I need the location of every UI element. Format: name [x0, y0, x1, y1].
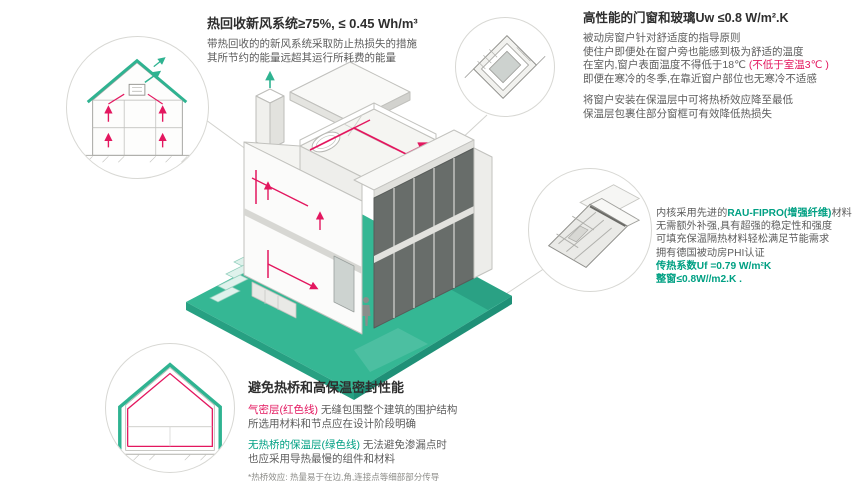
profile-metric1: 传热系数Uf =0.79 W/m²K [656, 260, 772, 272]
thermal-line3-tail: 无法避免渗漏点时 [360, 439, 447, 452]
thermal-line1-tail: 无缝包围整个建筑的围护结构 [318, 404, 458, 416]
thermal-line3: 无热桥的保温层(绿色线) 无法避免渗漏点时 [248, 439, 538, 453]
window-profile-icon [547, 184, 641, 269]
window-profile-callout-circle [528, 168, 652, 292]
thermal-line2: 所选用材料和节点应在设计阶段明确 [248, 417, 416, 430]
heat-recovery-note: 热回收新风系统≥75%, ≤ 0.45 Wh/m³ 带热回收的的新风系统采取防止… [207, 16, 507, 65]
windows-title: 高性能的门窗和玻璃Uw ≤0.8 W/m².K [583, 11, 789, 25]
profile-note: 内核采用先进的RAU-FIPRO(增强纤维)材料 无需额外补强,具有超强的稳定性… [656, 207, 865, 286]
profile-line1-material: RAU-FIPRO(增强纤维) [727, 208, 832, 219]
insulation-layer-line [118, 362, 222, 453]
windows-note: 高性能的门窗和玻璃Uw ≤0.8 W/m².K 被动房窗户针对舒适度的指导原则 … [583, 10, 863, 122]
window-corner-callout-circle [455, 17, 555, 117]
exhaust-air-arrows [144, 57, 166, 83]
thermal-title: 避免热桥和高保温密封性能 [248, 380, 405, 395]
house-isometric-illustration [186, 61, 512, 400]
thermal-footnote: *热桥效应: 热量易于在边,角,连接点等细部部分传导 [248, 472, 440, 483]
person-figure [362, 297, 371, 326]
thermal-note: 避免热桥和高保温密封性能 气密层(红色线) 无缝包围整个建筑的围护结构 所选用材… [248, 380, 538, 483]
profile-line1-tail: 材料 [831, 208, 852, 219]
profile-line1-lead: 内核采用先进的 [656, 208, 728, 219]
house-body [243, 61, 493, 335]
windows-line3-main: 在室内,窗户表面温度不得低于18℃ [583, 59, 749, 72]
windows-line1: 被动房窗户针对舒适度的指导原则 [583, 32, 741, 44]
thermal-layers-icon [111, 362, 229, 461]
windows-line4: 即便在寒冷的冬季,在靠近窗户部位也无寒冷不适感 [583, 72, 817, 85]
profile-metric2: 整窗≤0.8W//m2.K . [656, 274, 742, 286]
heat-recovery-line1: 带热回收的的新风系统采取防止热损失的措施 [207, 38, 417, 50]
ventilation-section-icon [78, 57, 197, 163]
profile-line1: 内核采用先进的RAU-FIPRO(增强纤维)材料 [656, 207, 865, 220]
supply-air-arrows [104, 93, 167, 148]
thermal-line4: 也应采用导热最慢的组件和材料 [248, 452, 395, 465]
windows-line2: 使住户即便处在窗户旁也能感到极为舒适的温度 [583, 45, 804, 58]
heat-recovery-line2: 其所节约的能量远超其运行所耗费的能量 [207, 51, 396, 64]
glass-wing [353, 129, 493, 329]
profile-line2: 无需额外补强,具有超强的稳定性和强度 [656, 221, 833, 233]
profile-line3: 可填充保温隔热材料轻松满足节能需求 [656, 234, 830, 246]
window-corner-detail-icon [464, 34, 546, 100]
cutaway-front-face [243, 141, 363, 335]
chimney-volume [255, 88, 285, 150]
windows-line5: 将窗户安装在保温层中可将热桥效应降至最低 [583, 94, 793, 107]
heat-recovery-title: 热回收新风系统≥75%, ≤ 0.45 Wh/m³ [207, 16, 418, 31]
windows-line3-highlight: (不低于室温3℃ ) [748, 59, 829, 72]
ventilation-callout-circle [66, 36, 209, 179]
windows-line6: 保温层包裹住部分窗框可有效降低热损失 [583, 107, 772, 120]
airtight-layer-line [127, 372, 213, 448]
profile-line4: 拥有德国被动房PHI认证 [656, 247, 765, 259]
thermal-layers-callout-circle [105, 343, 235, 473]
insulation-layer-label: 无热桥的保温层(绿色线) [248, 439, 360, 452]
airtight-layer-label: 气密层(红色线) [248, 404, 318, 416]
thermal-line1: 气密层(红色线) 无缝包围整个建筑的围护结构 [248, 404, 538, 418]
windows-line3: 在室内,窗户表面温度不得低于18℃ (不低于室温3℃ ) [583, 59, 863, 73]
